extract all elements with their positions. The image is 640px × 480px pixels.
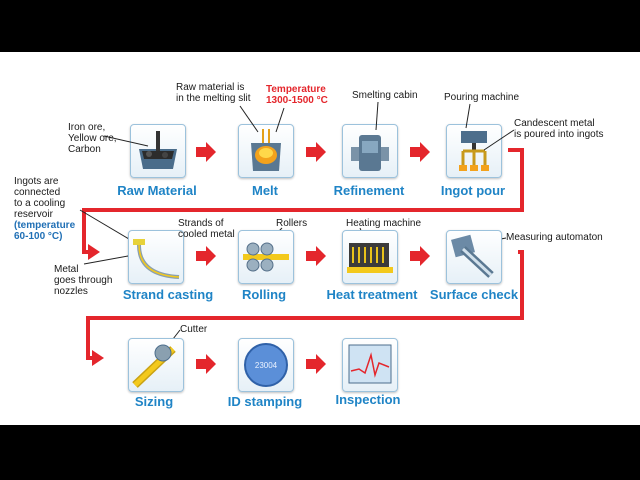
note-heating-machine: Heating machine bbox=[346, 218, 422, 229]
step-inspection-box bbox=[342, 338, 398, 392]
step-label-raw-material: Raw Material bbox=[117, 183, 197, 198]
flow-arrow bbox=[196, 354, 216, 374]
stamp-disc-icon: 23004 bbox=[244, 343, 288, 387]
step-refinement-box bbox=[342, 124, 398, 178]
step-id-stamping-box: 23004 bbox=[238, 338, 294, 392]
strand-caster-icon bbox=[133, 239, 180, 279]
smelting-cabin-icon bbox=[351, 135, 389, 171]
step-label-ingot-pour: Ingot pour bbox=[440, 183, 506, 198]
step-raw-material-box bbox=[130, 124, 186, 178]
melting-pot-icon bbox=[251, 129, 281, 171]
step-label-heat-treatment: Heat treatment bbox=[326, 287, 418, 302]
flow-connectors bbox=[82, 148, 524, 366]
note-measuring-automaton: Measuring automaton bbox=[506, 232, 603, 243]
flow-arrow bbox=[306, 246, 326, 266]
note-rollers: Rollers bbox=[276, 218, 308, 229]
monitor-graph-icon bbox=[348, 344, 392, 384]
flow-arrow bbox=[196, 142, 216, 162]
cutter-icon bbox=[132, 344, 176, 388]
note-pouring-machine: Pouring machine bbox=[444, 92, 520, 103]
ore-crucible-icon bbox=[139, 131, 177, 169]
step-label-id-stamping: ID stamping bbox=[227, 394, 303, 409]
measuring-automaton-icon bbox=[451, 234, 494, 278]
step-label-inspection: Inspection bbox=[335, 392, 401, 407]
pouring-machine-icon bbox=[459, 131, 489, 171]
step-sizing-box bbox=[128, 338, 184, 392]
flow-arrow bbox=[306, 142, 326, 162]
step-heat-treatment-box bbox=[342, 230, 398, 284]
flow-arrow bbox=[196, 246, 216, 266]
step-label-strand-casting: Strand casting bbox=[122, 287, 214, 302]
note-smelting-cabin: Smelting cabin bbox=[352, 90, 418, 101]
step-ingot-pour-box bbox=[446, 124, 502, 178]
step-label-melt: Melt bbox=[252, 183, 278, 198]
step-label-sizing: Sizing bbox=[134, 394, 174, 409]
heating-machine-icon bbox=[347, 243, 393, 273]
step-label-refinement: Refinement bbox=[333, 183, 405, 198]
flow-arrow bbox=[410, 246, 430, 266]
step-melt-box bbox=[238, 124, 294, 178]
flow-arrow bbox=[410, 142, 430, 162]
flow-arrow bbox=[306, 354, 326, 374]
step-strand-casting-box bbox=[128, 230, 184, 284]
step-rolling-box bbox=[238, 230, 294, 284]
note-cutter: Cutter bbox=[180, 324, 208, 335]
step-label-rolling: Rolling bbox=[241, 287, 287, 302]
step-label-surface-check: Surface check bbox=[429, 287, 519, 302]
rollers-icon bbox=[243, 242, 289, 272]
stamp-number: 23004 bbox=[255, 361, 278, 370]
process-diagram: Raw Material Melt Refinement Ingot pour … bbox=[0, 52, 640, 425]
note-ore: Iron ore,Yellow ore,Carbon bbox=[68, 122, 117, 155]
step-surface-check-box bbox=[446, 230, 502, 284]
